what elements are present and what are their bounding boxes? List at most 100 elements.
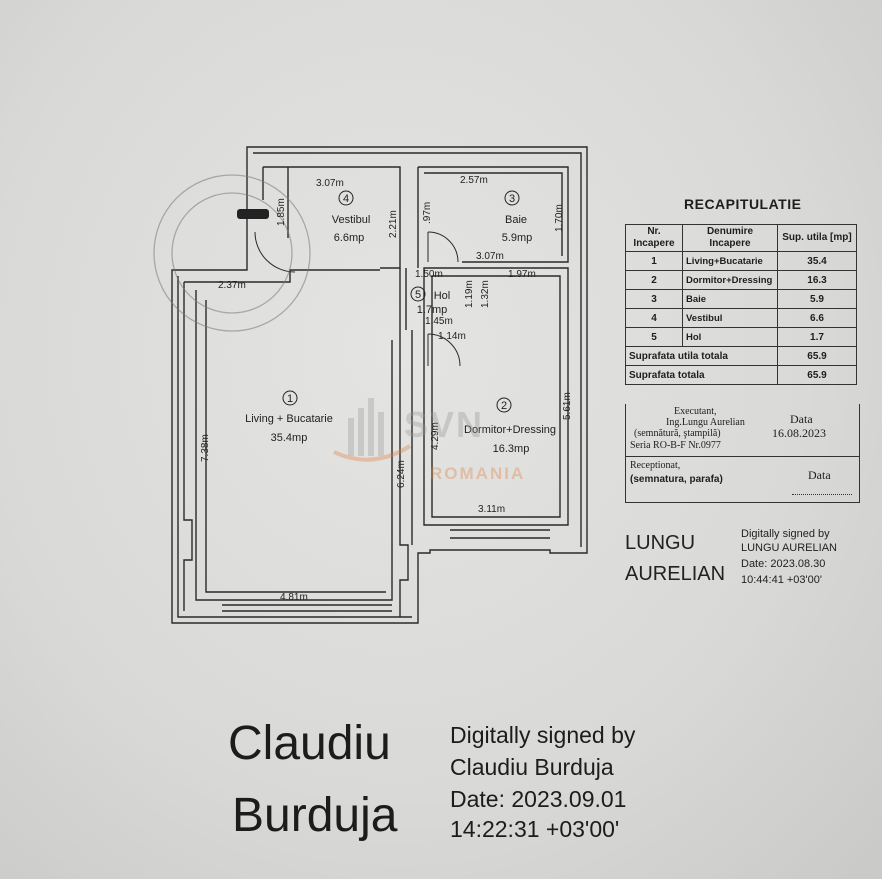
cell-sup: 35.4	[777, 251, 857, 271]
watermark-logo-icon	[333, 398, 412, 462]
dim-living-top: 2.37m	[218, 280, 246, 291]
cell-sup: 6.6	[777, 308, 857, 328]
claudiu-sig-meta-l4: 14:22:31 +03'00'	[450, 816, 620, 842]
lungu-sig-meta-l1: Digitally signed by	[741, 528, 830, 540]
room-area: 1.7mp	[417, 304, 448, 316]
dim-hol-top: 1.50m	[415, 269, 443, 280]
cell-nr: 3	[625, 289, 683, 309]
room-1-living: 1 Living + Bucatarie 35.4mp	[245, 390, 333, 444]
lungu-sig-meta-l2: LUNGU AURELIAN	[741, 542, 837, 554]
receptionat-box: Receptionat, (semnatura, parafa) Data	[625, 456, 860, 503]
table-row: 5 Hol 1.7	[625, 327, 857, 347]
table-row: 2 Dormitor+Dressing 16.3	[625, 270, 857, 290]
lungu-sig-name-l2: AURELIAN	[625, 563, 726, 585]
cell-sup: 16.3	[777, 270, 857, 290]
room-5-hol: 5 Hol 1.7mp	[410, 286, 451, 316]
claudiu-sig-name-l1: Claudiu	[228, 717, 391, 770]
dim-vestibul-small: 1.85m	[276, 198, 287, 226]
cell-den: Baie	[682, 289, 778, 309]
exec-date: 16.08.2023	[772, 426, 826, 440]
total-row: Suprafata totala 65.9	[625, 365, 857, 385]
dim-living-right: 6.24m	[396, 460, 407, 488]
dim-baie-h: 1.70m	[554, 204, 565, 232]
room-number: 1	[287, 393, 293, 405]
round-stamp	[153, 174, 311, 332]
watermark-sub: ROMANIA	[430, 464, 526, 483]
cell-sup: 5.9	[777, 289, 857, 309]
rec-data-label: Data	[808, 468, 831, 482]
exec-data-label: Data	[790, 412, 813, 426]
rec-label: Receptionat,	[630, 460, 681, 471]
dim-dorm-bottom: 3.11m	[478, 504, 505, 515]
room-number: 4	[343, 193, 349, 205]
dim-baie-bottom: 3.07m	[476, 251, 504, 262]
dim-dorm-top: 1.97m	[508, 269, 536, 280]
total-utila-value: 65.9	[777, 346, 857, 366]
exec-series: Seria RO-B-F Nr.0977	[630, 440, 721, 451]
cell-den: Dormitor+Dressing	[682, 270, 778, 290]
room-area: 16.3mp	[493, 443, 530, 455]
dim-dorm-left: 4.29m	[430, 422, 441, 450]
dim-vestibul-w: 3.07m	[316, 178, 344, 189]
dim-vestibul-h: 2.21m	[388, 210, 399, 238]
room-name: Dormitor+Dressing	[464, 424, 556, 436]
cell-nr: 5	[625, 327, 683, 347]
exec-sign-note: (semnătură, ştampilă)	[634, 428, 721, 439]
cell-nr: 1	[625, 251, 683, 271]
lungu-sig-meta-l3: Date: 2023.08.30	[741, 558, 826, 570]
dim-baie-left: .97m	[422, 202, 433, 224]
total-label: Suprafata totala	[625, 365, 778, 385]
door-swings	[254, 231, 461, 367]
table-row: 1 Living+Bucatarie 35.4	[625, 251, 857, 271]
stamp-redaction	[237, 209, 269, 219]
header-nr: Nr. Incapere	[625, 224, 683, 252]
table-header-row: Nr. Incapere Denumire Incapere Sup. util…	[625, 224, 857, 252]
cell-sup: 1.7	[777, 327, 857, 347]
dim-hol-v2: 1.32m	[480, 280, 491, 308]
table-row: 3 Baie 5.9	[625, 289, 857, 309]
rec-date-line	[792, 494, 852, 495]
room-name: Baie	[505, 214, 527, 226]
room-area: 6.6mp	[334, 232, 365, 244]
room-number: 2	[501, 400, 507, 412]
cell-den: Living+Bucatarie	[682, 251, 778, 271]
dim-baie-w: 2.57m	[460, 175, 488, 186]
dim-dorm-h: 5.61m	[562, 392, 573, 420]
room-number: 5	[415, 289, 421, 301]
claudiu-sig-meta-l2: Claudiu Burduja	[450, 754, 614, 780]
total-value: 65.9	[777, 365, 857, 385]
rec-sign-note: (semnatura, parafa)	[630, 474, 723, 485]
header-sup: Sup. utila [mp]	[777, 224, 857, 252]
plan-walls	[171, 146, 588, 624]
exec-label: Executant,	[674, 406, 717, 417]
cell-den: Vestibul	[682, 308, 778, 328]
dim-hol-small: 1.14m	[438, 331, 466, 342]
dim-living-bottom: 4.81m	[280, 592, 308, 603]
claudiu-sig-name-l2: Burduja	[232, 789, 398, 842]
room-2-dormitor: 2 Dormitor+Dressing 16.3mp	[464, 397, 556, 455]
claudiu-sig-meta-l1: Digitally signed by	[450, 722, 636, 748]
header-den: Denumire Incapere	[682, 224, 778, 252]
room-area: 35.4mp	[271, 432, 308, 444]
total-utila-row: Suprafata utila totala 65.9	[625, 346, 857, 366]
cell-nr: 4	[625, 308, 683, 328]
room-name: Vestibul	[332, 214, 371, 226]
room-area: 5.9mp	[502, 232, 533, 244]
dim-hol-bottom: 1.45m	[425, 316, 453, 327]
claudiu-sig-meta-l3: Date: 2023.09.01	[450, 786, 627, 812]
dim-living-h: 7.38m	[200, 434, 211, 462]
table-row: 4 Vestibul 6.6	[625, 308, 857, 328]
room-number: 3	[509, 193, 515, 205]
room-4-vestibul: 4 Vestibul 6.6mp	[332, 190, 371, 244]
exec-engineer: Ing.Lungu Aurelian	[666, 417, 745, 428]
lungu-sig-meta-l4: 10:44:41 +03'00'	[741, 574, 822, 586]
recap-table: Nr. Incapere Denumire Incapere Sup. util…	[625, 224, 857, 385]
watermark-brand: SVN	[404, 404, 485, 445]
cell-den: Hol	[682, 327, 778, 347]
cell-nr: 2	[625, 270, 683, 290]
total-utila-label: Suprafata utila totala	[625, 346, 778, 366]
recap-title: RECAPITULATIE	[684, 196, 802, 212]
executant-box: Executant, Ing.Lungu Aurelian (semnătură…	[625, 404, 860, 457]
room-name: Hol	[434, 290, 451, 302]
